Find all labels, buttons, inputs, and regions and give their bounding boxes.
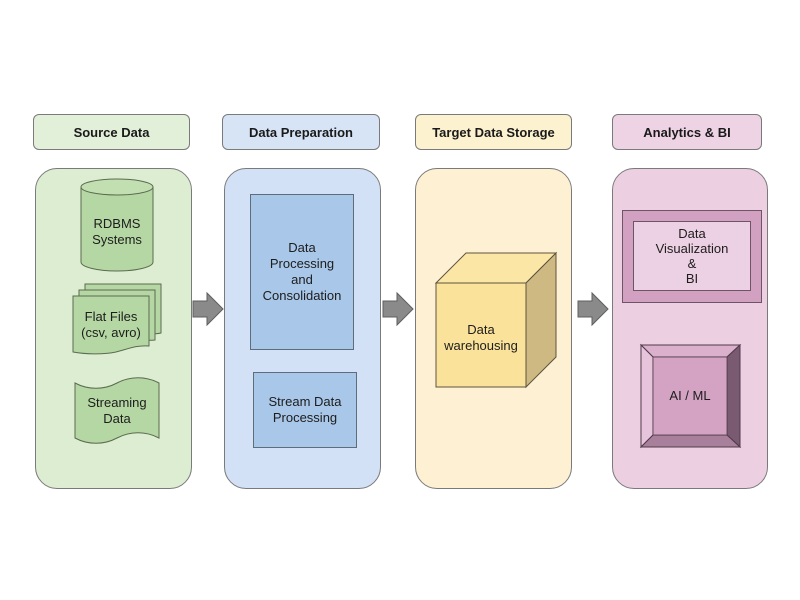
rdbms-cylinder-icon [80,178,154,272]
data-processing-line-1: Data [288,240,316,255]
right-arrow-icon [192,291,224,327]
ai-ml-bevel-icon [639,343,742,449]
data-viz-line-4: BI [685,271,699,286]
header-target-data-storage-label: Target Data Storage [432,124,555,140]
header-source-data: Source Data [33,114,190,150]
rdbms-label-line-2: Systems [92,232,142,247]
ai-ml-label: AI / ML [653,386,727,406]
streaming-data-label: Streaming Data [74,391,160,431]
data-warehousing-label: Data warehousing [436,318,526,358]
rdbms-label-line-1: RDBMS [93,216,141,231]
data-warehousing-line-1: Data [467,322,495,337]
ai-ml-label-line-1: AI / ML [669,388,711,403]
streaming-data-label-line-1: Streaming [87,395,147,410]
data-warehouse-cube-icon [434,251,558,389]
data-processing-line-2: Processing [269,256,335,271]
data-processing-line-4: Consolidation [262,288,342,303]
stream-data-processing-box: Stream Data Processing [253,372,357,448]
data-processing-line-3: and [291,272,313,287]
stream-processing-line-1: Stream Data [268,394,342,409]
header-data-preparation-label: Data Preparation [248,124,354,140]
streaming-data-label-line-2: Data [103,411,131,426]
right-arrow-icon [382,291,414,327]
header-data-preparation: Data Preparation [222,114,380,150]
header-target-data-storage: Target Data Storage [415,114,572,150]
flat-files-label-line-2: (csv, avro) [81,325,141,340]
right-arrow-icon [577,291,609,327]
data-processing-consolidation-box: Data Processing and Consolidation [250,194,354,350]
data-viz-line-1: Data [678,226,706,241]
header-source-data-label: Source Data [73,124,150,140]
data-viz-line-2: Visualization [655,241,729,256]
flat-files-label-line-1: Flat Files [84,309,138,324]
header-analytics-bi-label: Analytics & BI [643,124,731,140]
flat-files-label: Flat Files (csv, avro) [72,305,150,345]
stream-processing-line-2: Processing [272,410,338,425]
data-visualization-bi-box: Data Visualization & BI [633,221,751,291]
streaming-data-tape-icon [74,377,160,444]
rdbms-label: RDBMS Systems [80,212,154,252]
data-viz-line-3: & [687,256,697,271]
data-warehousing-line-2: warehousing [444,338,518,353]
flat-files-documents-icon [72,283,162,355]
header-analytics-bi: Analytics & BI [612,114,762,150]
